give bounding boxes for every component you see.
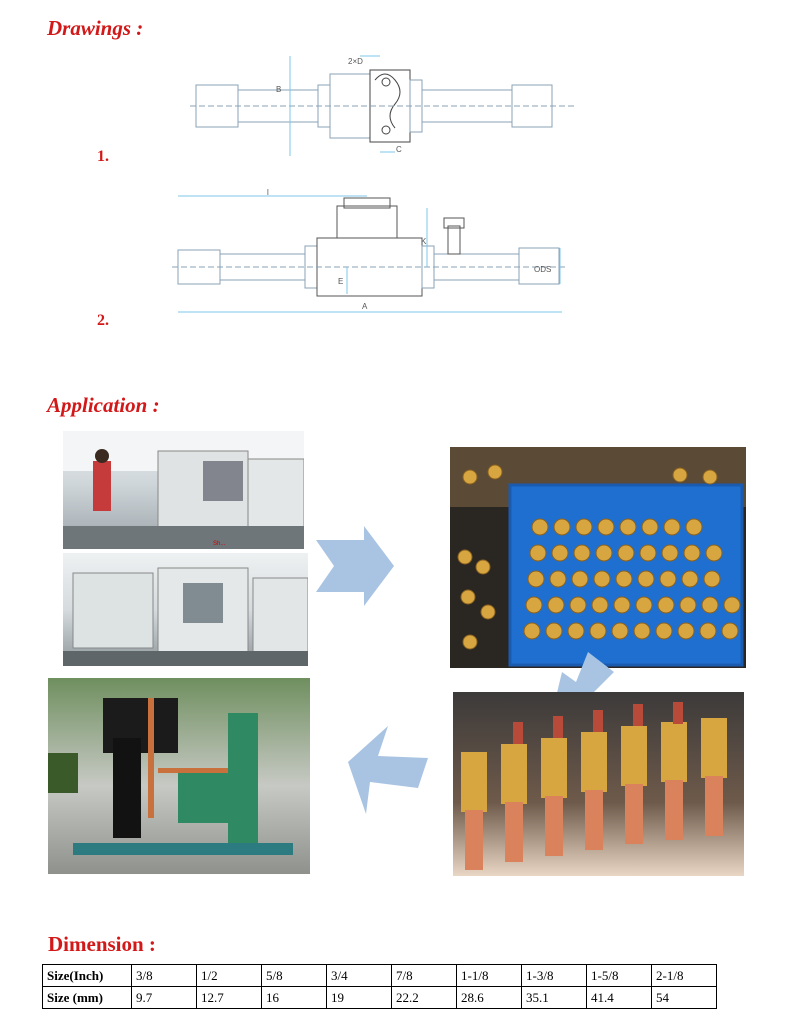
table-cell: 1/2 (196, 964, 262, 987)
photo-cnc-workshop-2 (63, 553, 308, 666)
drawing-1-number: 1. (97, 148, 109, 165)
table-cell: 41.4 (586, 986, 652, 1009)
drawing2-label-od: ODS (534, 265, 551, 274)
arrow-right-icon (316, 526, 394, 606)
table-cell: 3/4 (326, 964, 392, 987)
photo-refrigeration-unit (48, 678, 310, 874)
drawing2-label-total: A (362, 302, 368, 311)
table-cell: 22.2 (391, 986, 457, 1009)
table-cell: 2-1/8 (651, 964, 717, 987)
table-cell: 1-3/8 (521, 964, 587, 987)
dimension-heading: Dimension : (48, 932, 156, 956)
drawing1-label-bottom: C (396, 145, 402, 154)
table-cell: 19 (326, 986, 392, 1009)
valve-drawing-1: 2×D B C (190, 55, 575, 156)
table-cell: 54 (651, 986, 717, 1009)
photo-watermark: Sh... (213, 541, 226, 547)
table-cell: 16 (261, 986, 327, 1009)
drawing1-label-top: 2×D (348, 57, 363, 66)
drawing2-label-length: l (267, 188, 269, 197)
drawings-heading: Drawings : (47, 16, 144, 40)
drawing2-label-height: K (421, 237, 427, 246)
photo-assembled-valves (453, 692, 744, 876)
drawing-2-number: 2. (97, 312, 109, 329)
table-cell: 9.7 (131, 986, 197, 1009)
photo-cnc-workshop-1: Sh... (63, 431, 304, 549)
table-cell: 3/8 (131, 964, 197, 987)
table-cell: 5/8 (261, 964, 327, 987)
table-cell: 12.7 (196, 986, 262, 1009)
valve-drawing-2: l K E A ODS (172, 188, 567, 313)
row-label: Size (mm) (42, 986, 132, 1009)
row-label: Size(Inch) (42, 964, 132, 987)
table-cell: 1-1/8 (456, 964, 522, 987)
drawing2-label-small: E (338, 277, 343, 286)
drawing1-label-side: B (276, 85, 281, 94)
table-cell: 28.6 (456, 986, 522, 1009)
table-cell: 1-5/8 (586, 964, 652, 987)
table-cell: 35.1 (521, 986, 587, 1009)
table-cell: 7/8 (391, 964, 457, 987)
application-heading: Application : (47, 393, 160, 417)
photo-brass-parts-crate (450, 447, 746, 668)
arrow-left-icon (348, 726, 428, 814)
